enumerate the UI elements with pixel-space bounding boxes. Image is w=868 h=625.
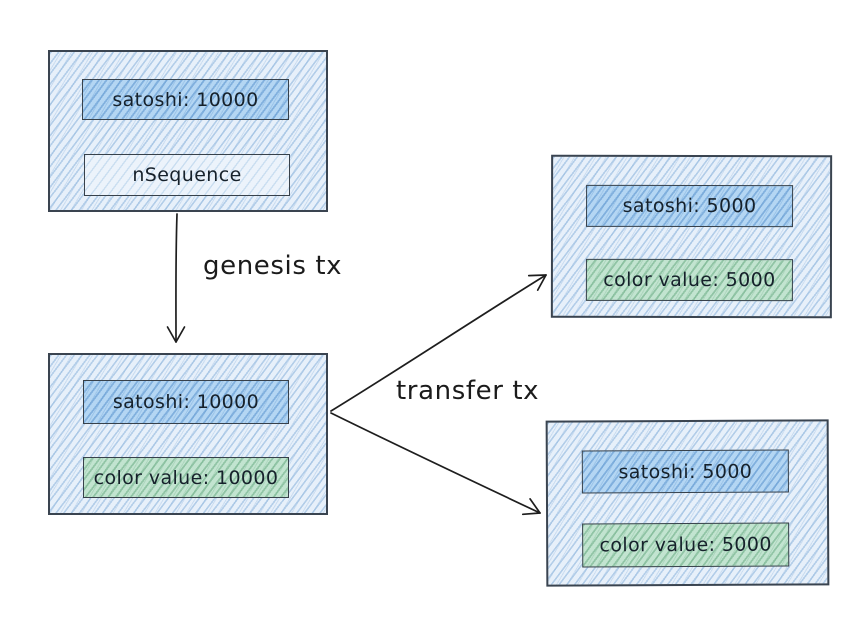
color-value-field-label: color value: 5000 [599,533,772,557]
satoshi-field-label: satoshi: 5000 [622,194,757,218]
color-value-field-label: color value: 5000 [603,268,776,292]
satoshi-field: satoshi: 5000 [581,449,789,494]
nsequence-field: nSequence [84,154,290,196]
genesis-arrow [166,213,186,343]
satoshi-field-label: satoshi: 5000 [618,460,753,483]
satoshi-field: satoshi: 10000 [82,79,289,120]
utxo-box-genesis-input: satoshi: 10000 nSequence [48,50,328,212]
transfer-tx-label: transfer tx [396,376,540,406]
transfer-arrow-down [330,412,541,516]
satoshi-field-label: satoshi: 10000 [112,88,259,111]
satoshi-field: satoshi: 5000 [586,184,794,228]
utxo-box-genesis-output: satoshi: 10000 color value: 10000 [48,353,328,515]
genesis-tx-label: genesis tx [203,251,343,281]
utxo-box-transfer-output-top: satoshi: 5000 color value: 5000 [550,154,833,319]
color-value-field: color value: 10000 [83,457,289,498]
satoshi-field: satoshi: 10000 [83,380,289,424]
color-value-field: color value: 5000 [582,522,790,568]
color-value-field-label: color value: 10000 [93,466,279,489]
utxo-box-transfer-output-bottom: satoshi: 5000 color value: 5000 [545,419,830,587]
satoshi-field-label: satoshi: 10000 [112,391,260,413]
color-value-field: color value: 5000 [585,258,793,302]
nsequence-field-label: nSequence [132,164,242,186]
